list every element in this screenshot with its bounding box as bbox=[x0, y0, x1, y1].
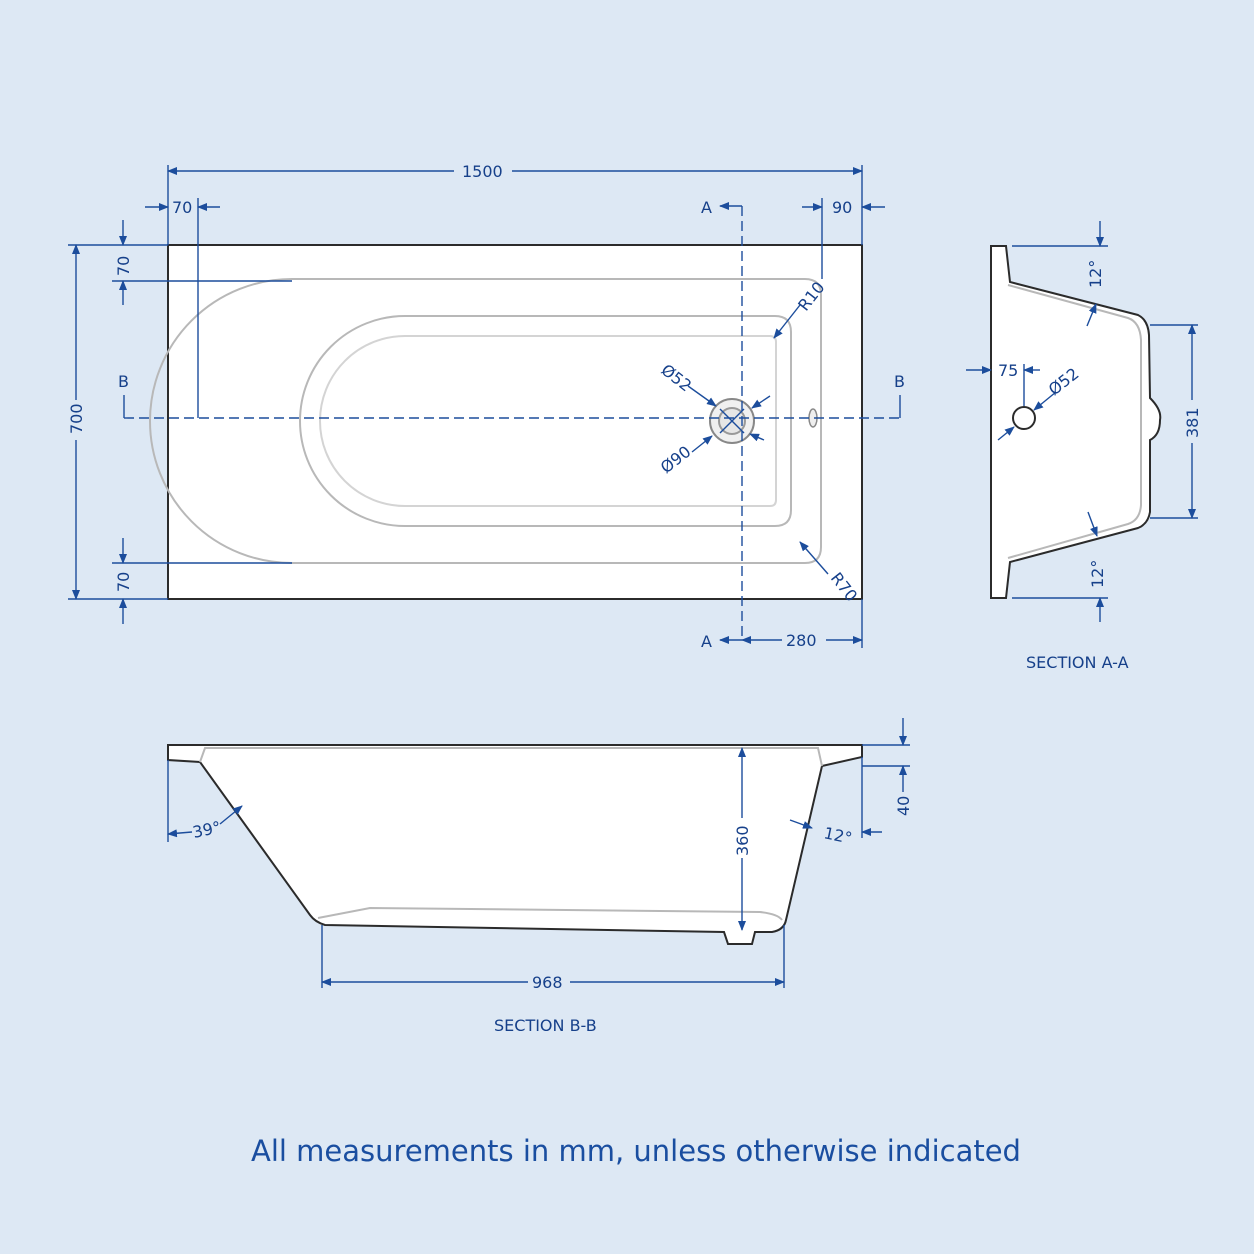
dim-rim-side-bottom: 70 bbox=[114, 572, 133, 592]
dim-section-a-base-width: 381 bbox=[1183, 407, 1202, 438]
section-a-view: 12° 12° 75 Ø52 381 SECTION A-A bbox=[966, 221, 1202, 672]
dim-section-b-depth: 360 bbox=[733, 825, 752, 856]
section-b-profile bbox=[167, 744, 863, 945]
dim-overall-length: 1500 bbox=[462, 162, 503, 181]
dim-rim-side-top: 70 bbox=[114, 256, 133, 276]
dim-rim-end-right: 90 bbox=[832, 198, 852, 217]
section-marker-b-right: B bbox=[894, 372, 905, 391]
dim-waste-offset: 280 bbox=[786, 631, 817, 650]
section-a-waste bbox=[1012, 406, 1036, 430]
section-a-title: SECTION A-A bbox=[1026, 653, 1129, 672]
dim-section-a-angle-top: 12° bbox=[1086, 260, 1105, 288]
footer-note: All measurements in mm, unless otherwise… bbox=[251, 1134, 1021, 1168]
section-marker-b-left: B bbox=[118, 372, 129, 391]
bath-basin-outer bbox=[149, 278, 822, 564]
plan-view: B B A A 1500 70 90 700 70 bbox=[67, 162, 905, 651]
dim-section-b-base-length: 968 bbox=[532, 973, 563, 992]
dim-section-b-angle-left: 39° bbox=[191, 817, 223, 841]
section-a-profile bbox=[990, 245, 1162, 599]
section-marker-a-top: A bbox=[701, 198, 712, 217]
bath-rim-outline bbox=[167, 244, 863, 600]
dim-rim-end-left: 70 bbox=[172, 198, 192, 217]
bath-basin-floor-inner bbox=[319, 335, 777, 507]
dim-section-b-angle-right: 12° bbox=[822, 823, 854, 847]
section-b-view: 39° 12° 40 360 968 SECTION B-B bbox=[167, 718, 913, 1035]
dim-section-a-angle-bottom: 12° bbox=[1088, 560, 1107, 588]
section-b-title: SECTION B-B bbox=[494, 1016, 597, 1035]
dim-overall-width: 700 bbox=[67, 403, 86, 434]
dim-section-b-rim-height: 40 bbox=[894, 796, 913, 816]
dim-section-a-waste-height: 75 bbox=[998, 361, 1018, 380]
section-marker-a-bottom: A bbox=[701, 632, 712, 651]
bath-basin-floor bbox=[299, 315, 792, 527]
